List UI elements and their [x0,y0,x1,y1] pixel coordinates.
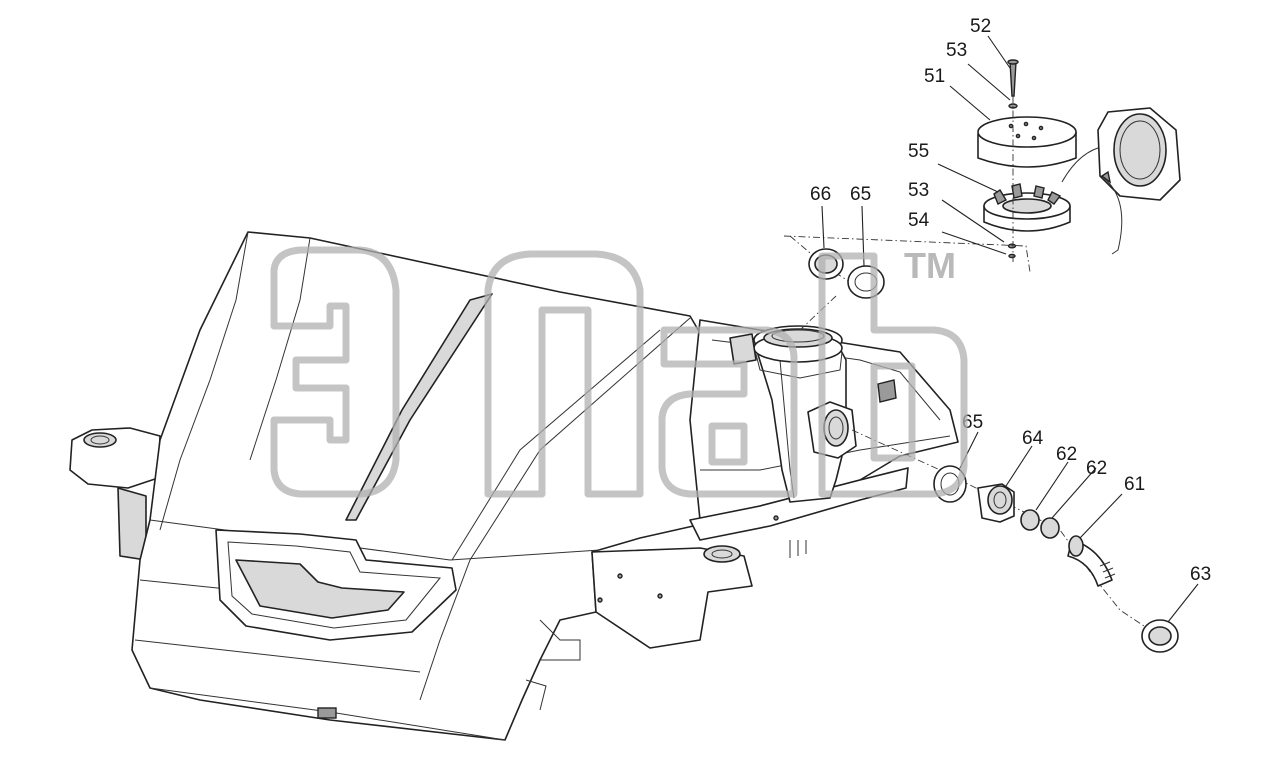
cap-assembly [783,59,1181,283]
callout-53-lower: 53 [908,180,929,201]
leader-lines [821,35,1199,623]
callout-63: 63 [1190,564,1211,585]
callout-61: 61 [1124,474,1145,495]
side-fitting-chain [851,429,1179,653]
callout-51: 51 [924,66,945,87]
watermark-logo: TM [270,245,968,498]
callout-labels: 52 53 51 55 53 54 66 65 65 64 62 62 61 6… [810,16,1211,585]
callout-52: 52 [970,16,991,37]
callout-55: 55 [908,141,929,162]
callout-62-right: 62 [1086,458,1107,479]
callout-64: 64 [1022,428,1044,449]
callout-65-upper: 65 [850,184,871,205]
callout-53-upper: 53 [946,40,967,61]
callout-66: 66 [810,184,831,205]
watermark-tm: TM [904,245,956,286]
callout-62-left: 62 [1056,444,1077,465]
callout-54: 54 [908,210,930,231]
